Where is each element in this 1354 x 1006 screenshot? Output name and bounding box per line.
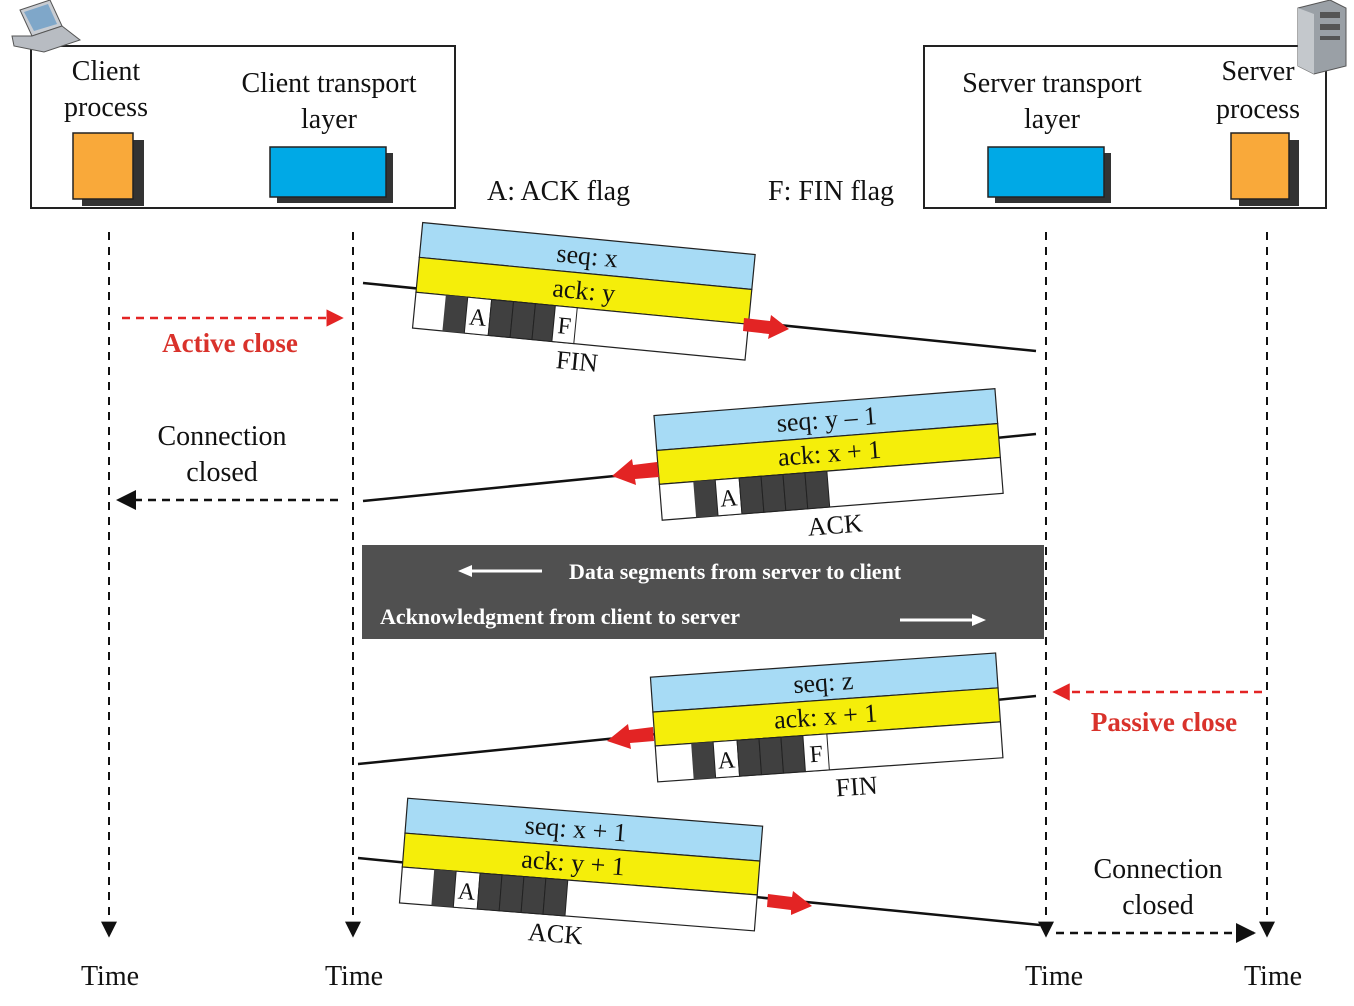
segment-ack-2-flag-bit: [738, 475, 765, 515]
segment-fin-1-flag-bit: [509, 301, 536, 341]
segment-ack-4-direction-arrow: [767, 891, 812, 915]
segment-fin-3-fin-flag-cell: [802, 733, 830, 773]
segment-fin-3-name: FIN: [835, 771, 879, 803]
client-connection-closed-label-2: closed: [186, 457, 258, 488]
segment-ack-4: seq: x + 1 ack: y + 1 A ACK: [398, 797, 764, 950]
segment-fin-1-seq-label: seq: x: [555, 239, 619, 274]
segment-ack-2-direction-arrow: [612, 459, 659, 485]
time-label-client-process: Time: [81, 961, 139, 992]
segment-fin-1-fin-flag-cell: [551, 305, 578, 345]
segment-ack-4-name: ACK: [527, 917, 584, 950]
data-banner-line-1: Data segments from server to client: [569, 559, 902, 584]
active-close-label: Active close: [162, 328, 298, 358]
segment-fin-1-direction-arrow: [743, 315, 789, 339]
segment-fin-1-flag-bit: [442, 295, 468, 334]
client-transport-box: [269, 146, 387, 198]
server-connection-closed-label-2: closed: [1122, 890, 1194, 921]
segment-fin-3: seq: z ack: x + 1 A F FIN: [649, 652, 1004, 803]
data-banner-line-2: Acknowledgment from client to server: [380, 604, 740, 629]
segment-fin-3-flag-bit: [691, 741, 716, 780]
segment-ack-4-flag-bit: [476, 872, 503, 912]
segment-fin-3-flag-bit: [758, 736, 784, 776]
segment-fin-3-ack-label: ack: x + 1: [773, 698, 878, 734]
segment-ack-4-ack-flag: A: [457, 879, 477, 906]
client-process-label-1: Client: [72, 56, 141, 87]
server-process-box: [1230, 132, 1290, 200]
client-transport-label-1: Client transport: [242, 68, 417, 99]
segment-ack-4-flag-bit: [542, 877, 569, 917]
segment-fin-1-flag-bit: [487, 298, 515, 339]
segment-ack-4-flag-bit: [498, 874, 525, 914]
server-tower-icon: [1297, 0, 1347, 75]
segment-fin-3-direction-arrow: [607, 724, 654, 749]
fin-flag-legend: F: FIN flag: [768, 176, 894, 207]
segment-fin-3-fin-flag: F: [809, 741, 824, 768]
server-transport-label-2: layer: [1024, 104, 1081, 135]
segment-fin-1-ack-flag: A: [468, 305, 488, 333]
segment-ack-4-flag-bit: [431, 869, 457, 908]
data-banner-left-arrowhead: [458, 565, 472, 577]
segment-ack-4-flag-bit: [520, 876, 547, 915]
client-process-label-2: process: [64, 92, 148, 123]
segment-ack-2: seq: y – 1 ack: x + 1 A ACK: [653, 388, 1004, 542]
client-process-box: [72, 132, 134, 200]
data-banner-background: [362, 545, 1044, 639]
server-process-label-2: process: [1216, 94, 1300, 125]
server-transport-box: [987, 146, 1105, 198]
segment-fin-1: seq: x ack: y A F FIN: [411, 221, 756, 378]
segment-fin-1-ack-label: ack: y: [551, 273, 616, 308]
segment-ack-2-flag-bit: [804, 470, 831, 510]
data-banner-right-arrowhead: [972, 614, 986, 626]
client-transport-label-2: layer: [301, 104, 358, 135]
segment-ack-2-ack-flag: A: [719, 485, 739, 512]
segment-fin-1-name: FIN: [555, 345, 600, 378]
segment-ack-2-flag-bit: [760, 474, 787, 513]
time-label-client-transport: Time: [325, 961, 383, 992]
client-header: Client process Client transport layer: [11, 0, 456, 209]
passive-close-label: Passive close: [1091, 707, 1237, 737]
laptop-icon: [11, 0, 82, 53]
segment-fin-1-fin-flag: F: [556, 313, 572, 340]
server-transport-label-1: Server transport: [962, 68, 1142, 99]
time-label-server-process: Time: [1244, 961, 1302, 992]
segment-ack-2-name: ACK: [807, 509, 864, 542]
server-process-label-1: Server: [1221, 56, 1295, 87]
segment-fin-3-flag-bit: [736, 738, 763, 777]
segment-fin-3-seq-label: seq: z: [792, 666, 854, 699]
segment-ack-2-flag-bit: [693, 479, 719, 518]
server-header: Server transport layer Server process: [923, 0, 1347, 209]
client-connection-closed-label-1: Connection: [157, 421, 286, 452]
segment-ack-2-flag-bit: [782, 472, 809, 512]
segment-fin-3-flag-bit: [780, 735, 806, 774]
time-label-server-transport: Time: [1025, 961, 1083, 992]
timelines: Time Time Time Time: [81, 232, 1302, 992]
segment-fin-3-ack-flag: A: [717, 747, 737, 774]
data-transfer-banner: Data segments from server to client Ackn…: [362, 545, 1044, 639]
server-connection-closed-label-1: Connection: [1093, 854, 1222, 885]
ack-flag-legend: A: ACK flag: [487, 176, 630, 207]
segment-fin-1-flag-bit: [531, 303, 556, 343]
